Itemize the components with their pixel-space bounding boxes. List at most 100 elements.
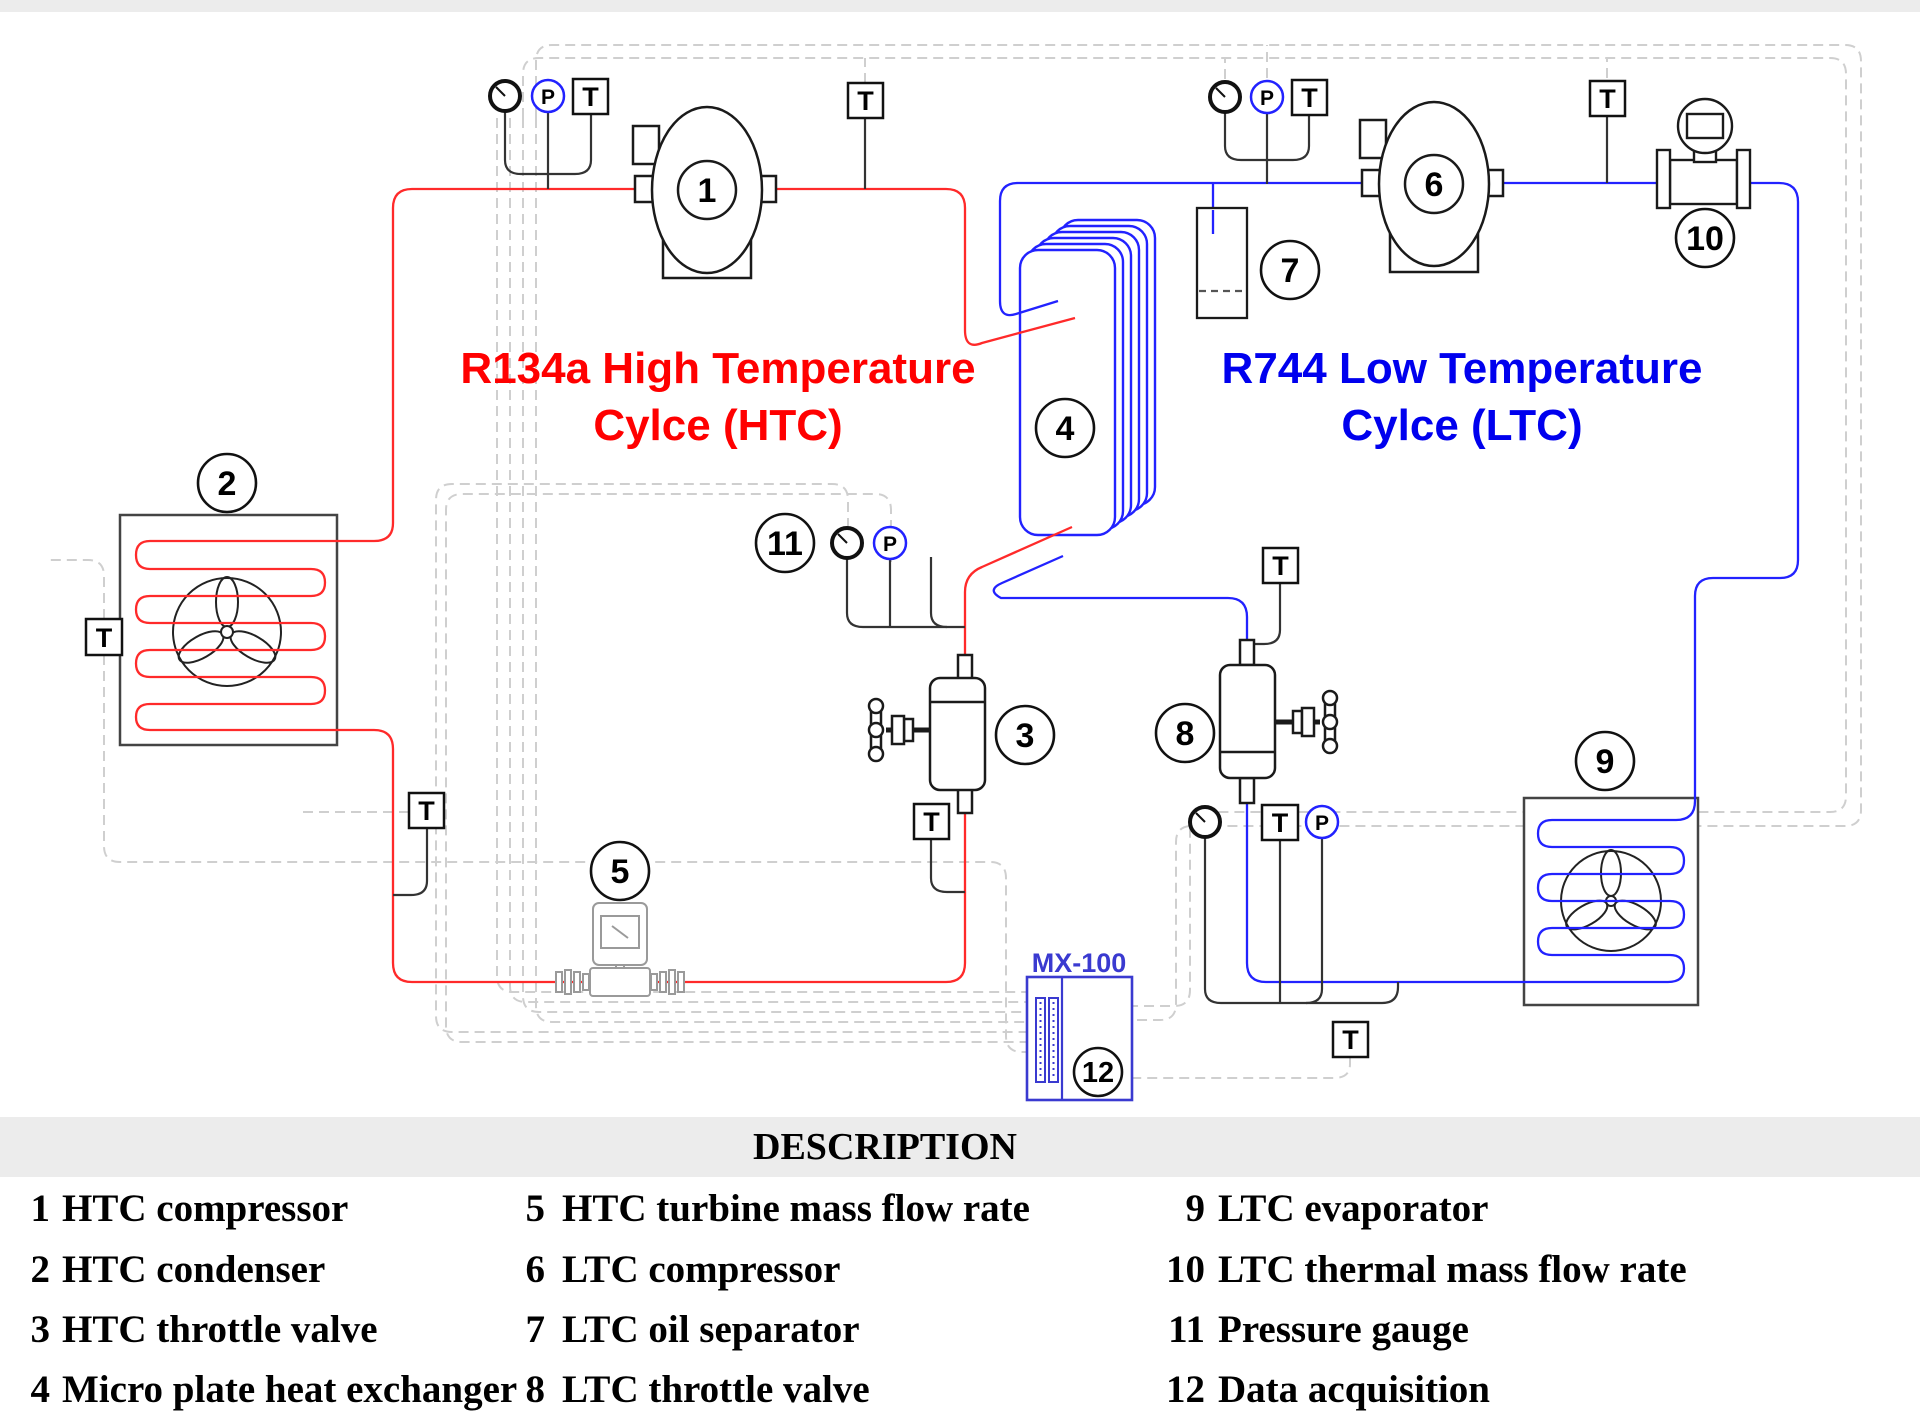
tag-10: 10 — [1674, 207, 1736, 269]
htc-red-piping — [134, 187, 1076, 984]
legend-number: 9 — [1185, 1187, 1206, 1230]
svg-text:6: 6 — [1425, 166, 1444, 204]
tag-2: 2 — [196, 452, 258, 514]
legend-item: LTC evaporator — [1218, 1187, 1489, 1230]
daq-model-label: MX-100 — [1032, 948, 1127, 978]
tag-8: 8 — [1154, 702, 1216, 764]
svg-text:10: 10 — [1686, 220, 1724, 258]
sensor-lines — [393, 111, 1609, 1005]
tag-6: 6 — [1425, 166, 1444, 204]
legend-item: LTC oil separator — [562, 1308, 860, 1351]
tag-5: 5 — [589, 840, 651, 902]
temperature-sensor-icon: T — [84, 617, 124, 657]
svg-text:8: 8 — [1176, 715, 1195, 753]
temperature-sensors: T T T T T T T T T T — [84, 77, 1627, 1059]
svg-text:P: P — [883, 533, 897, 556]
htc-title-line1: R134a High Temperature — [460, 344, 976, 393]
ltc-title-line1: R744 Low Temperature — [1221, 344, 1703, 393]
tag-4: 4 — [1034, 397, 1096, 459]
temperature-sensor-icon: T — [407, 791, 446, 830]
ltc-thermal-flow-meter — [1655, 97, 1752, 210]
svg-text:5: 5 — [611, 853, 630, 891]
svg-text:P: P — [1260, 87, 1274, 110]
legend-number: 3 — [30, 1308, 51, 1351]
top-gray-strip — [0, 0, 1920, 12]
description-band: DESCRIPTION — [0, 1117, 1920, 1177]
gauge-icon — [1188, 805, 1222, 839]
temperature-sensor-icon: T — [1290, 78, 1329, 117]
tag-7: 7 — [1259, 239, 1321, 301]
svg-text:T: T — [1301, 83, 1318, 113]
svg-text:T: T — [857, 86, 874, 116]
temperature-sensor-icon: T — [846, 81, 885, 120]
legend-number: 5 — [525, 1187, 546, 1230]
legend-item: HTC compressor — [62, 1187, 349, 1230]
svg-text:P: P — [541, 86, 555, 109]
legend-number: 6 — [525, 1248, 546, 1291]
ltc-cycle-title: R744 Low Temperature Cylce (LTC) — [1102, 340, 1822, 454]
svg-text:2: 2 — [218, 465, 237, 503]
temperature-sensor-icon: T — [912, 802, 951, 841]
legend-number: 12 — [1166, 1368, 1205, 1411]
svg-text:T: T — [1272, 551, 1289, 581]
temperature-sensor-icon: T — [1588, 79, 1627, 118]
legend-number: 11 — [1168, 1308, 1205, 1351]
svg-text:T: T — [582, 82, 599, 112]
tag-3: 3 — [994, 704, 1056, 766]
temperature-sensor-icon: T — [1260, 803, 1300, 842]
temperature-sensor-icon: T — [1331, 1020, 1370, 1059]
pressure-sensor-icon: P — [872, 525, 908, 561]
legend-item: Micro plate heat exchanger — [62, 1368, 518, 1411]
condenser-fan-icon — [172, 576, 282, 687]
legend-item: Data acquisition — [1218, 1368, 1490, 1411]
component-tags: 1 2 3 4 5 6 7 8 9 10 11 12 — [196, 166, 1736, 1098]
svg-text:7: 7 — [1281, 252, 1300, 290]
svg-text:T: T — [923, 807, 940, 837]
tag-9: 9 — [1574, 730, 1636, 792]
svg-text:T: T — [418, 796, 435, 826]
pressure-gauges — [488, 79, 1242, 839]
htc-condenser-box — [118, 513, 339, 747]
svg-text:3: 3 — [1016, 717, 1035, 755]
pressure-transducers: P P P P — [530, 78, 1340, 840]
pressure-sensor-icon: P — [530, 78, 566, 114]
legend-item: HTC turbine mass flow rate — [562, 1187, 1030, 1230]
htc-cycle-title: R134a High Temperature Cylce (HTC) — [358, 340, 1078, 454]
svg-text:12: 12 — [1082, 1057, 1114, 1089]
htc-compressor — [631, 105, 778, 280]
svg-text:9: 9 — [1596, 743, 1615, 781]
legend-item: LTC thermal mass flow rate — [1218, 1248, 1687, 1291]
legend-item: HTC condenser — [62, 1248, 326, 1291]
temperature-sensor-icon: T — [1261, 546, 1300, 585]
legend-item: LTC compressor — [562, 1248, 841, 1291]
htc-title-line2: Cylce (HTC) — [593, 401, 843, 450]
gauge-icon — [488, 79, 522, 113]
htc-throttle-valve — [867, 653, 987, 815]
legend-number: 7 — [525, 1308, 546, 1351]
temperature-sensor-icon: T — [571, 77, 610, 116]
svg-text:T: T — [1599, 84, 1616, 114]
svg-text:1: 1 — [698, 172, 717, 210]
ltc-oil-separator — [1195, 206, 1249, 320]
legend-item: LTC throttle valve — [562, 1368, 870, 1411]
legend-number: 1 — [30, 1187, 51, 1230]
description-heading: DESCRIPTION — [753, 1126, 1017, 1168]
svg-text:11: 11 — [767, 525, 803, 563]
svg-text:P: P — [1315, 812, 1329, 835]
svg-text:4: 4 — [1056, 410, 1075, 448]
svg-text:T: T — [96, 623, 113, 653]
gauge-icon — [1208, 80, 1242, 114]
legend-item: HTC throttle valve — [62, 1308, 378, 1351]
pressure-sensor-icon: P — [1304, 804, 1340, 840]
tag-11: 11 — [754, 512, 816, 574]
svg-text:T: T — [1342, 1025, 1359, 1055]
legend-number: 10 — [1166, 1248, 1205, 1291]
pressure-sensor-icon: P — [1249, 79, 1285, 115]
legend-number: 8 — [525, 1368, 546, 1411]
ltc-throttle-valve — [1218, 638, 1339, 805]
tag-1: 1 — [698, 172, 717, 210]
gauge-icon — [830, 526, 864, 560]
tag-12: 12 — [1072, 1046, 1124, 1098]
schematic-canvas: MX-100 P P P P T T T T T T T T T T — [48, 44, 1862, 1102]
